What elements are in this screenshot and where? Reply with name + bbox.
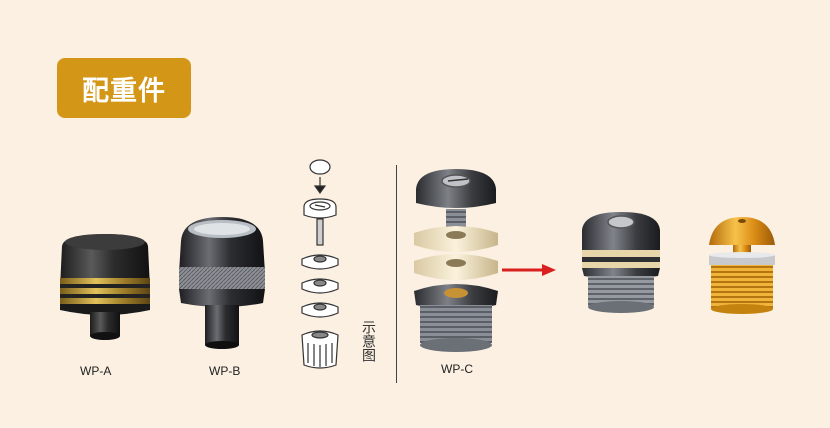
right-arrow-icon (502, 264, 556, 276)
assembled-weight-image (582, 212, 660, 313)
section-title: 配重件 (82, 75, 166, 107)
section-title-badge: 配重件 (57, 58, 191, 118)
wp-c-label: WP-C (441, 362, 473, 376)
wp-c-product-image (414, 169, 498, 352)
wp-a-product-image (60, 234, 150, 340)
divider-line (396, 165, 397, 383)
wp-b-label: WP-B (209, 364, 241, 378)
diagram-caption: 示意图 (360, 320, 376, 362)
wp-b-product-image (179, 217, 265, 349)
gold-weight-image (709, 217, 775, 314)
wp-a-label: WP-A (80, 364, 112, 378)
exploded-diagram (301, 159, 339, 369)
